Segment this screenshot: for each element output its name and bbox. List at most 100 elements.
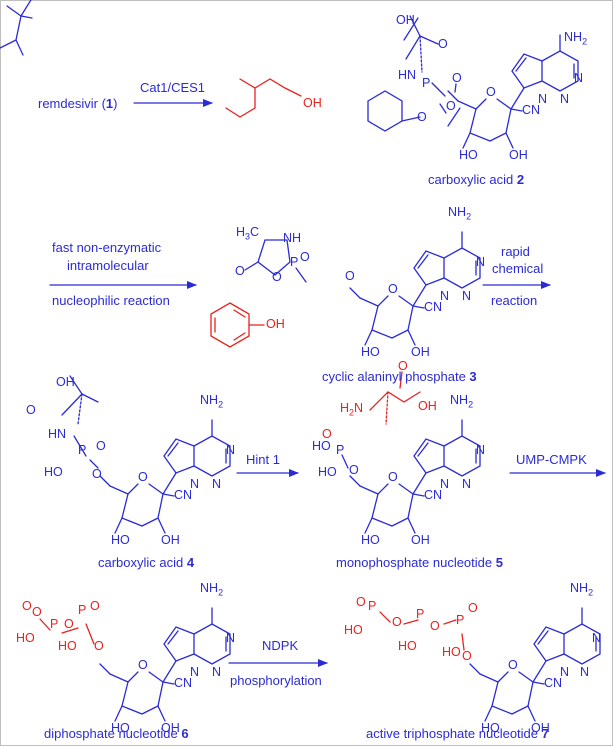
atom-o-sugar-4: O — [138, 470, 148, 484]
core-6 — [99, 607, 231, 722]
atom-n-4b: N — [190, 477, 200, 491]
alanine-oh: OH — [418, 399, 437, 413]
core-3 — [349, 231, 481, 346]
atom-n-6b: N — [190, 665, 200, 679]
atom-o-6c: O — [90, 599, 100, 613]
atom-o-7c: O — [430, 619, 440, 633]
atom-o-7e: O — [462, 649, 472, 663]
atom-n-6a: N — [226, 631, 236, 645]
atom-n-3c: N — [462, 289, 472, 303]
atom-n-3b: N — [440, 289, 450, 303]
atom-n-7a: N — [592, 631, 602, 645]
core-2 — [447, 34, 579, 149]
atom-n-3a: N — [476, 255, 486, 269]
cyclic-bonds-3 — [244, 239, 307, 283]
phenol-bonds — [210, 302, 265, 348]
atom-o-3a: O — [235, 264, 245, 278]
atom-o-5a: O — [322, 427, 332, 441]
atom-oh-2b: OH — [509, 148, 528, 162]
core-5 — [349, 419, 481, 534]
atom-o-6b: O — [64, 617, 74, 631]
atom-ho-7b: HO — [398, 639, 417, 653]
atom-p-3: P — [290, 255, 299, 269]
atom-hn-4: HN — [48, 427, 67, 441]
atom-o-6d: O — [94, 639, 104, 653]
acid-bonds-4 — [61, 375, 99, 469]
atom-p-7c: P — [456, 613, 465, 627]
caption-7: active triphosphate nucleotide 7 — [366, 726, 549, 741]
atom-n-2a: N — [574, 71, 584, 85]
caption-3: cyclic alaninyl phosphate 3 — [322, 369, 477, 384]
atom-n-7c: N — [580, 665, 590, 679]
triphosphate-bonds-7 — [379, 611, 465, 651]
atom-p-7b: P — [416, 607, 425, 621]
atom-h3c-3: H3C — [236, 225, 260, 242]
atom-n-4c: N — [212, 477, 222, 491]
atom-ho-4p: HO — [44, 465, 63, 479]
atom-p-4: P — [78, 443, 87, 457]
atom-p-6a: P — [50, 617, 59, 631]
atom-o-5b: O — [349, 463, 359, 477]
atom-nh-3: NH — [283, 231, 302, 245]
caption-2: carboxylic acid 2 — [428, 172, 525, 187]
hint1-label: Hint 1 — [246, 452, 280, 467]
atom-o-6a2: O — [32, 605, 42, 619]
atom-o-4a: O — [26, 403, 36, 417]
prodrug-bonds-2 — [367, 15, 461, 132]
atom-ho-6a: HO — [16, 631, 35, 645]
caption-6: diphosphate nucleotide 6 — [44, 726, 189, 741]
atom-p-5: P — [336, 443, 345, 457]
atom-oh-6: OH — [161, 721, 180, 735]
atom-o-sugar-6: O — [138, 658, 148, 672]
atom-cn-3: CN — [424, 300, 443, 314]
cat1-ces1-label: Cat1/CES1 — [140, 80, 206, 95]
atom-o-sugar-3: O — [388, 282, 398, 296]
atom-n-5c: N — [462, 477, 472, 491]
atom-cn-5: CN — [424, 488, 443, 502]
atom-o-7b: O — [392, 615, 402, 629]
atom-nh2-5: NH2 — [450, 393, 474, 410]
atom-oh-7: OH — [531, 721, 550, 735]
atom-oh-3: OH — [411, 345, 430, 359]
atom-ho-2: HO — [459, 148, 478, 162]
ndpk-label: NDPK — [262, 638, 299, 653]
atom-nh2-3: NH2 — [448, 205, 472, 222]
atom-n-6c: N — [212, 665, 222, 679]
atom-oh-2: OH — [396, 13, 415, 27]
atom-o-2c: O — [417, 110, 427, 124]
atom-cn-2: CN — [522, 103, 541, 117]
atom-ho-5a: HO — [312, 439, 331, 453]
atom-nh2-6: NH2 — [200, 581, 224, 598]
phosphorylation-label: phosphorylation — [230, 673, 322, 688]
label-intramolecular: intramolecular — [67, 258, 149, 273]
atom-nh2-2: NH2 — [564, 30, 588, 47]
atom-o-4b: O — [96, 439, 106, 453]
diphosphate-bonds-6 — [39, 618, 95, 645]
atom-cn-4: CN — [174, 488, 193, 502]
atom-n-4a: N — [226, 443, 236, 457]
atom-o-3d: O — [345, 269, 355, 283]
atom-p-7a: P — [368, 599, 377, 613]
atom-oh-4b: OH — [161, 533, 180, 547]
caption-4: carboxylic acid 4 — [98, 555, 195, 570]
atom-o-6a: O — [22, 599, 32, 613]
alanine-o: O — [398, 359, 408, 373]
atom-nh2-7: NH2 — [570, 581, 594, 598]
alanine-bonds-5 — [369, 371, 421, 425]
ethylbutanol-bonds — [225, 78, 302, 118]
atom-o-2d: O — [446, 99, 456, 113]
atom-n-2c: N — [560, 92, 570, 106]
atom-n-7b: N — [560, 665, 570, 679]
ethylbutanol-oh: OH — [303, 96, 322, 110]
atom-o-3b: O — [272, 270, 282, 284]
label-chemical: chemical — [492, 261, 544, 276]
atom-ho-6b: HO — [58, 639, 77, 653]
atom-o-2b: O — [452, 71, 462, 85]
atom-o-7a: O — [356, 595, 366, 609]
label-fast: fast non-enzymatic — [52, 240, 162, 255]
label-nucleophilic: nucleophilic reaction — [52, 293, 170, 308]
atom-ho-7a: HO — [344, 623, 363, 637]
atom-n-2b: N — [538, 92, 548, 106]
atom-ho-6: HO — [111, 721, 130, 735]
